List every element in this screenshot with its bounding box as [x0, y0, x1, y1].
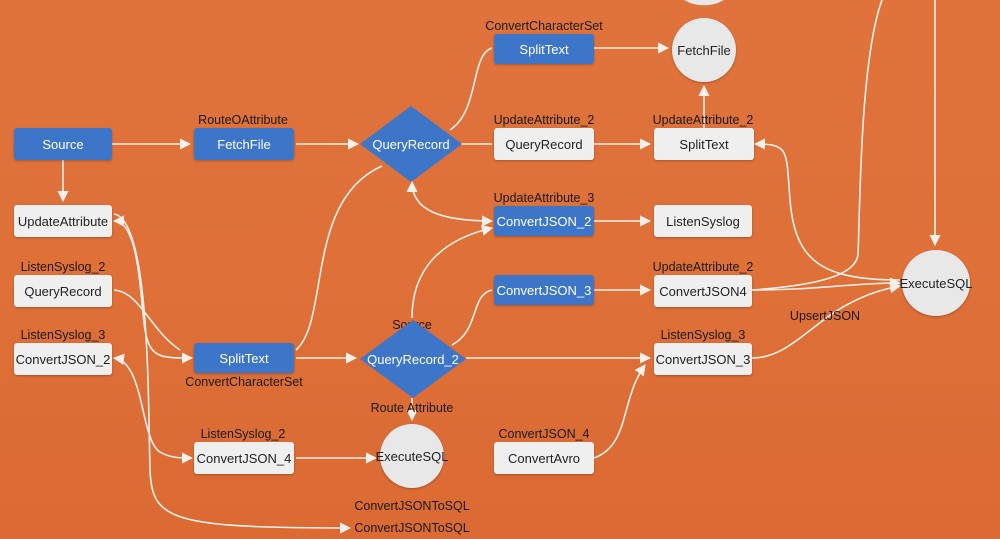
label-updateattribute-2-a: UpdateAttribute_2: [493, 113, 595, 127]
diamond-shape: [360, 106, 462, 182]
label-convertjson-4: ConvertJSON_4: [498, 427, 590, 441]
label-convertcharacterset-top: ConvertCharacterSet: [485, 19, 603, 33]
connector-far-right-curve: [751, 0, 883, 291]
diamond-label: QueryRecord_2: [367, 351, 459, 367]
node-queryrecord-2-diamond[interactable]: QueryRecord_2: [360, 320, 466, 398]
connector-queryrecord2-convertjson2: [411, 224, 494, 319]
node-queryrecord-left[interactable]: QueryRecord: [14, 275, 112, 307]
connector-convertjson3gray-executesql: [751, 282, 902, 359]
node-convertjson4[interactable]: ConvertJSON4: [654, 275, 752, 307]
node-source[interactable]: Source: [14, 128, 112, 160]
connector-executesql-splittextright: [753, 138, 901, 281]
node-updateattribute[interactable]: UpdateAttribute: [14, 205, 112, 237]
node-fetchfile-circle[interactable]: FetchFile: [672, 18, 736, 82]
node-splittext-right[interactable]: SplitText: [654, 128, 754, 160]
node-convertavro[interactable]: ConvertAvro: [494, 442, 594, 474]
label-listensyslog-2-a: ListenSyslog_2: [20, 260, 106, 274]
node-convertjson-4[interactable]: ConvertJSON_4: [194, 442, 294, 474]
label-listensyslog-3-a: ListenSyslog_3: [20, 328, 106, 342]
node-queryrecord-mid[interactable]: QueryRecord: [494, 128, 594, 160]
connector-convertjson2left-convertjson4: [112, 353, 194, 464]
node-convertjson-2-blue[interactable]: ConvertJSON_2: [494, 206, 594, 236]
connector-queryrecord2-convertjson3: [451, 289, 493, 346]
node-convertjson-2-left[interactable]: ConvertJSON_2: [14, 343, 112, 375]
label-convertjsontosql-a: ConvertJSONToSQL: [354, 499, 470, 513]
label-convertcharacterset-mid: ConvertCharacterSet: [185, 375, 303, 389]
node-convertjson-3-blue[interactable]: ConvertJSON_3: [494, 275, 594, 305]
node-fetchfile[interactable]: FetchFile: [194, 128, 294, 160]
node-executesql-right[interactable]: ExecuteSQL: [900, 250, 973, 316]
label-routeoattribute: RouteOAttribute: [198, 113, 288, 127]
diamond-shape: [360, 320, 466, 398]
node-listensyslog[interactable]: ListenSyslog: [654, 205, 752, 237]
label-route-attribute: Route Attribute: [370, 401, 454, 415]
label-updateattribute-2-b: UpdateAttribute_2: [652, 113, 754, 127]
node-splittext-mid[interactable]: SplitText: [194, 343, 294, 373]
label-listensyslog-3-b: ListenSyslog_3: [660, 328, 746, 342]
label-updateattribute-2-c: UpdateAttribute_2: [652, 260, 754, 274]
connector-splittextmid-queryrecord: [295, 165, 383, 351]
label-convertjsontosql-b: ConvertJSONToSQL: [354, 521, 470, 535]
connector-convertavro-convertjson3: [593, 364, 646, 459]
node-executesql-circle[interactable]: ExecuteSQL: [376, 424, 449, 488]
label-updateattribute-3: UpdateAttribute_3: [493, 191, 595, 205]
connector-convertjson4-executesql: [751, 277, 902, 291]
connector-queryrecord-splittext: [449, 47, 493, 131]
connector-updateattribute-splittext: [112, 215, 194, 364]
label-listensyslog-2-b: ListenSyslog_2: [200, 427, 286, 441]
node-convertjson-3-gray[interactable]: ConvertJSON_3: [654, 343, 752, 375]
diamond-label: QueryRecord: [372, 136, 450, 152]
node-splittext-top[interactable]: SplitText: [494, 34, 594, 64]
label-upsertjson: UpsertJSON: [789, 309, 861, 323]
connector-diamond-convertjson2: [406, 180, 494, 227]
connector-queryleft-splittext: [113, 289, 181, 351]
top-partial-node: [684, 0, 724, 6]
node-queryrecord-diamond[interactable]: QueryRecord: [360, 106, 462, 182]
connector-updateattribute-convertjsontosql: [113, 213, 352, 534]
